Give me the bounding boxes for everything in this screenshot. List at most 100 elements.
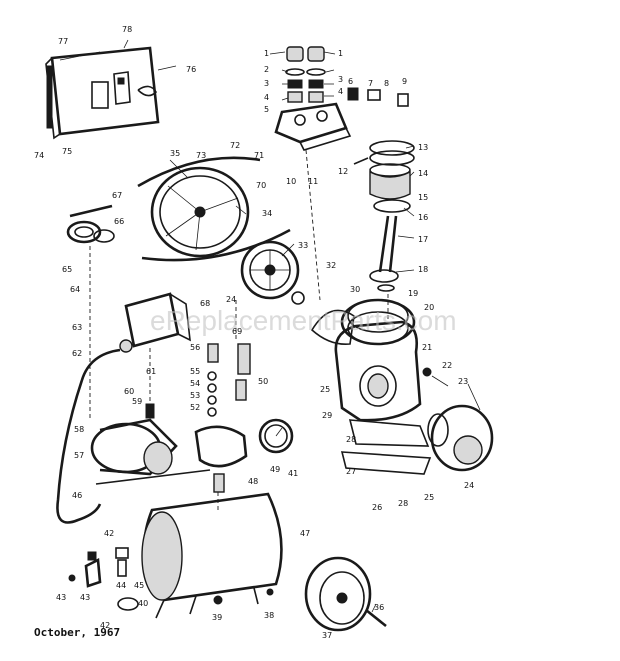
callout: 14 — [418, 169, 428, 178]
callout: 70 — [256, 181, 266, 190]
assembly-lines — [89, 149, 389, 510]
callout: 28 — [346, 435, 356, 444]
callout: 43 — [80, 593, 90, 602]
callout: 62 — [72, 349, 82, 358]
callout: 11 — [308, 177, 318, 186]
callout: 44 — [116, 581, 126, 590]
callout: 58 — [74, 425, 84, 434]
cylinder-head-assembly — [274, 46, 409, 151]
callout: 1 — [338, 49, 343, 58]
callout: 32 — [326, 261, 336, 270]
callout: 34 — [262, 209, 272, 218]
callout: 71 — [254, 151, 264, 160]
leader-lines — [59, 39, 481, 613]
callout: 12 — [338, 167, 348, 176]
callout: 54 — [190, 379, 200, 388]
callout: 18 — [418, 265, 428, 274]
callout: 3 — [338, 75, 343, 84]
callout: 22 — [442, 361, 452, 370]
callout: 61 — [146, 367, 156, 376]
crankcase — [334, 320, 494, 475]
callout: 25 — [320, 385, 330, 394]
callout: 73 — [196, 151, 206, 160]
callout: 20 — [424, 303, 434, 312]
callout: 13 — [418, 143, 428, 152]
callout: 57 — [74, 451, 84, 460]
callout: 26 — [372, 503, 382, 512]
air-tank — [141, 492, 283, 619]
callout: 24 — [464, 481, 474, 490]
callout: 19 — [408, 289, 418, 298]
callout: 9 — [402, 77, 407, 86]
callout: 59 — [132, 397, 142, 406]
belt-wheel — [137, 156, 291, 262]
callout: 53 — [190, 391, 200, 400]
callout: 35 — [170, 149, 180, 158]
drain-valve — [68, 547, 139, 611]
callout: 23 — [458, 377, 468, 386]
callout: 49 — [270, 465, 280, 474]
callout: 50 — [258, 377, 268, 386]
callout: 66 — [114, 217, 124, 226]
callout: 33 — [298, 241, 308, 250]
callout-labels: 1 1 2 3 3 4 4 5 6 7 8 9 10 11 12 13 14 1… — [34, 25, 474, 640]
callout: 40 — [138, 599, 148, 608]
callout: 69 — [232, 327, 242, 336]
callout: 1 — [264, 49, 269, 58]
callout: 60 — [124, 387, 134, 396]
callout: 52 — [190, 403, 200, 412]
callout: 4 — [338, 87, 343, 96]
callout: 48 — [248, 477, 258, 486]
callout: 27 — [346, 467, 356, 476]
electric-motor — [90, 403, 211, 485]
callout: 67 — [112, 191, 122, 200]
callout: 3 — [264, 79, 269, 88]
callout: 45 — [134, 581, 144, 590]
callout: 29 — [322, 411, 332, 420]
callout: 74 — [34, 151, 44, 160]
callout: 10 — [286, 177, 296, 186]
callout: 4 — [264, 93, 269, 102]
callout: 76 — [186, 65, 196, 74]
compressor-pulley — [240, 240, 416, 346]
watermark-text: eReplacementParts.com — [150, 305, 457, 336]
callout: 17 — [418, 235, 428, 244]
gauge-and-valves — [194, 343, 294, 493]
callout: 46 — [72, 491, 82, 500]
callout: 24 — [226, 295, 236, 304]
callout: 15 — [418, 193, 428, 202]
callout: 77 — [58, 37, 68, 46]
callout: 8 — [384, 79, 389, 88]
callout: 5 — [264, 105, 269, 114]
callout: 37 — [322, 631, 332, 640]
callout: 72 — [230, 141, 240, 150]
callout: 42 — [100, 621, 110, 630]
power-cord — [56, 348, 121, 524]
callout: 78 — [122, 25, 132, 34]
callout: 21 — [422, 343, 432, 352]
callout: 55 — [190, 367, 200, 376]
callout: 47 — [300, 529, 310, 538]
callout: 38 — [264, 611, 274, 620]
callout: 65 — [62, 265, 72, 274]
belt-guard — [45, 46, 160, 140]
wheel — [304, 556, 387, 632]
callout: 68 — [200, 299, 210, 308]
callout: 36 — [374, 603, 384, 612]
callout: 63 — [72, 323, 82, 332]
pressure-switch — [119, 292, 191, 353]
callout: 7 — [368, 79, 373, 88]
callout: 56 — [190, 343, 200, 352]
callout: 41 — [288, 469, 298, 478]
motor-pulley — [66, 204, 115, 244]
callout: 42 — [104, 529, 114, 538]
callout: 25 — [424, 493, 434, 502]
callout: 75 — [62, 147, 72, 156]
callout: 28 — [398, 499, 408, 508]
date-stamp: October, 1967 — [34, 626, 121, 639]
callout: 64 — [70, 285, 80, 294]
callout: 6 — [348, 77, 353, 86]
callout: 39 — [212, 613, 222, 622]
callout: 2 — [264, 65, 269, 74]
